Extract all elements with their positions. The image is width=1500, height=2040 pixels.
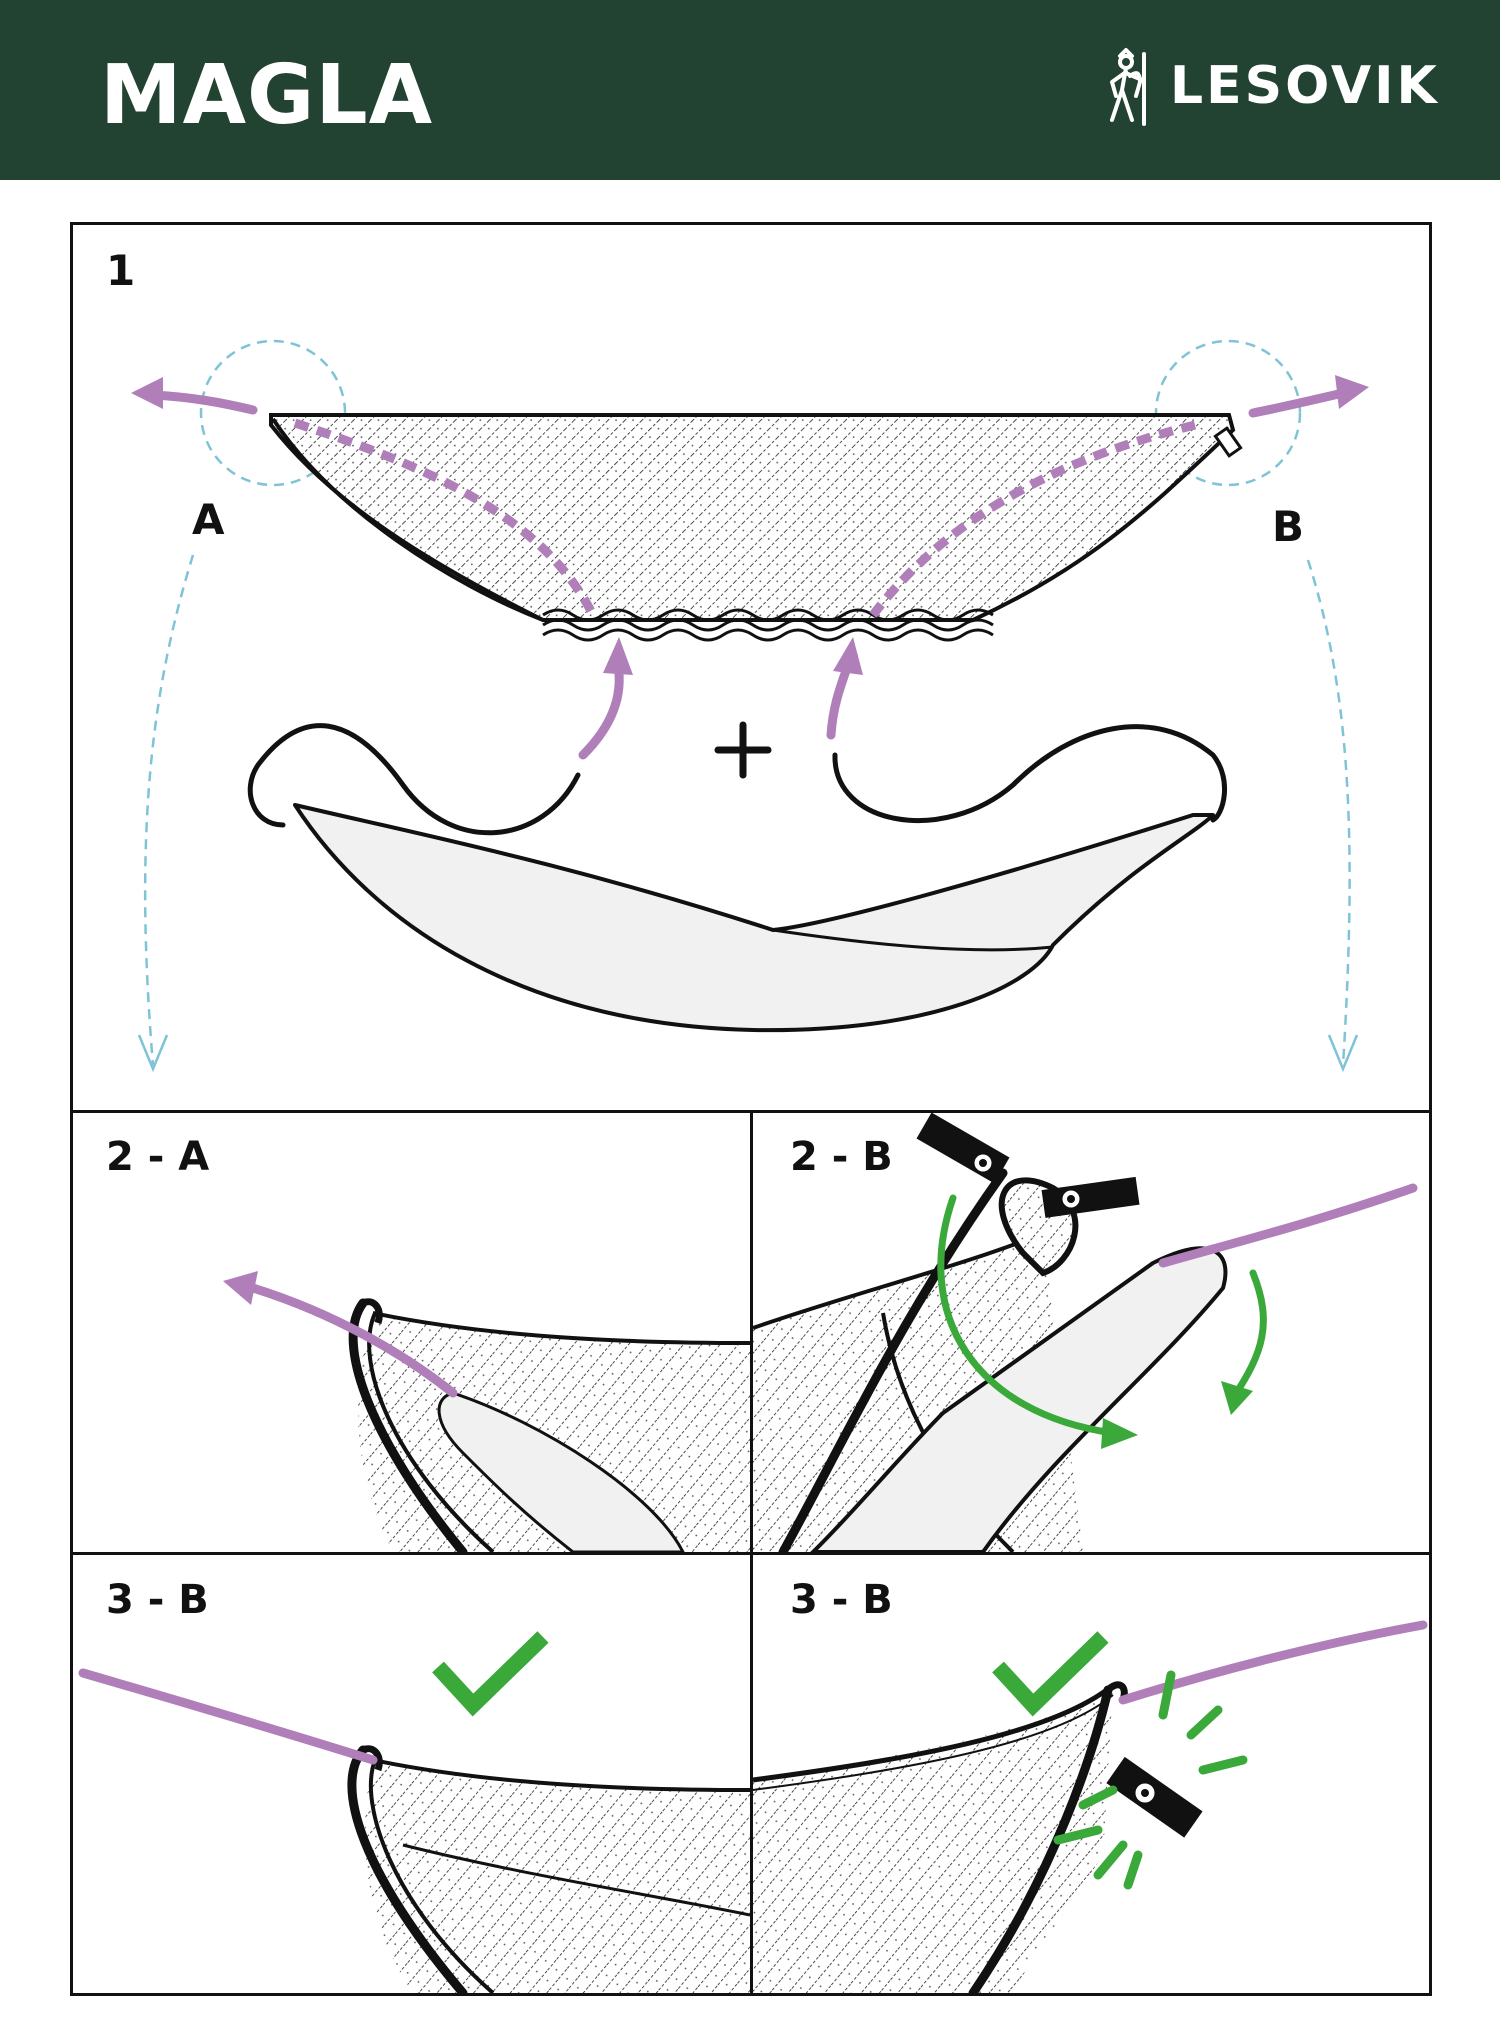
header-bar: MAGLA LESOVIK [0,0,1500,180]
guide-arrow-a [143,554,195,1066]
checkmark-icon [432,1631,549,1717]
strap-right [1041,1176,1140,1218]
underquilt-shape [293,803,1215,1033]
checkmark-icon [992,1631,1109,1717]
step-3b-left-illustration [78,1631,750,1993]
guide-arrow-b [1306,559,1351,1066]
product-title: MAGLA [100,48,434,143]
point-a-label: A [192,495,225,544]
step-1-illustration [131,339,1369,1073]
hiker-logo-icon [1110,48,1146,126]
step-2a-label: 2 - A [106,1134,210,1180]
strap-left [916,1113,1010,1184]
step-2a-illustration [223,1271,750,1552]
divider [750,1110,753,1996]
underquilt-fold [437,1391,685,1552]
brand-logo: LESOVIK [1100,46,1440,126]
plus-icon [714,721,772,779]
step-2b-label: 2 - B [790,1134,893,1180]
bug-net-shape [269,413,1236,622]
brand-name: LESOVIK [1170,56,1440,116]
point-b-label: B [1272,502,1305,551]
step-2b-illustration [753,1113,1418,1552]
step-3b-left-label: 3 - B [106,1577,209,1623]
step-1-label: 1 [106,246,136,295]
step-3b-right-illustration [753,1620,1428,1993]
step-3b-right-label: 3 - B [790,1577,893,1623]
sparkle-icon [1053,1670,1248,1890]
